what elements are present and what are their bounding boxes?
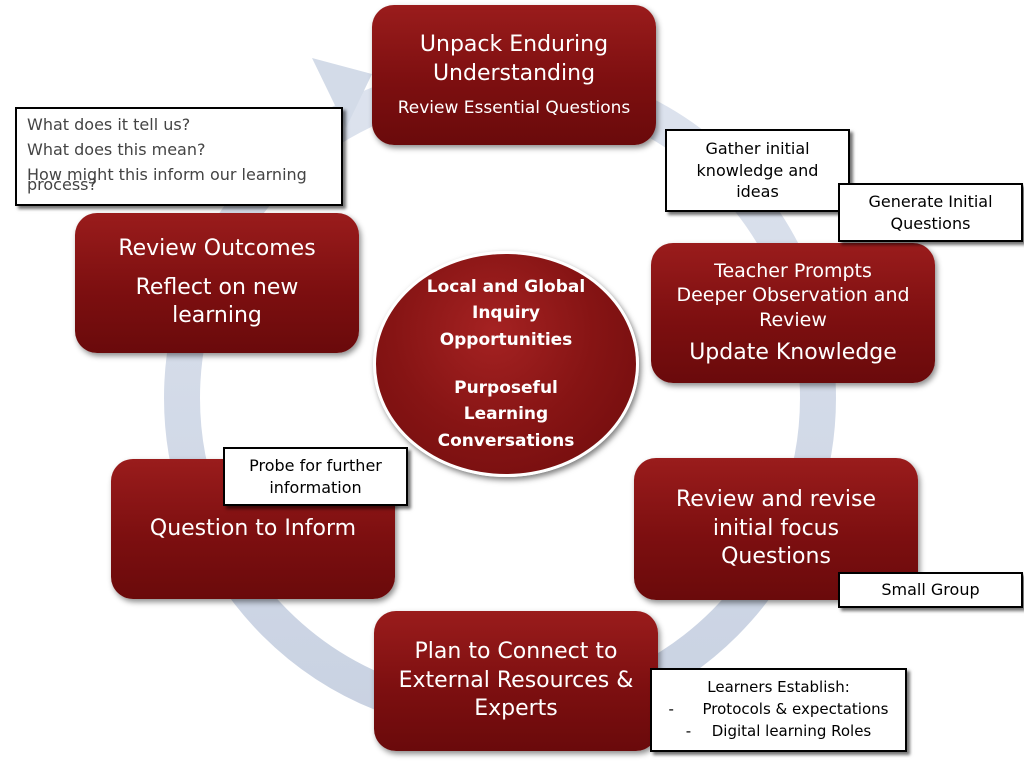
callout-learners-item-2: -Digital learning Roles	[686, 721, 872, 743]
callout-probe-line-2: information	[269, 477, 362, 497]
callout-small-group: Small Group	[838, 572, 1023, 608]
node-outcomes-line-2: Reflect on new	[135, 274, 299, 300]
callout-probe-line-1: Probe for further	[249, 455, 382, 475]
center-line-1: Local and Global	[426, 276, 586, 297]
callout-what-line-4: process?	[27, 175, 97, 195]
center-line-3: Opportunities	[439, 329, 573, 350]
center-line-2: Inquiry	[472, 303, 540, 324]
callout-generate-line-2: Questions	[890, 213, 971, 233]
center-line-6: Conversations	[437, 430, 575, 451]
callout-small-group-label: Small Group	[881, 580, 980, 600]
callout-what-line-3: How might this inform our learning	[27, 164, 307, 184]
callout-learners-establish: Learners Establish: -Protocols & expecta…	[650, 668, 907, 752]
node-teacher-prompts: Teacher Prompts Deeper Observation and R…	[651, 243, 935, 383]
node-teacher-line-1: Teacher Prompts	[714, 259, 872, 282]
node-outcomes-line-3: learning	[172, 303, 262, 329]
node-plan-line-2: External Resources &	[398, 667, 634, 693]
callout-learners-title: Learners Establish:	[707, 678, 850, 697]
ring-arrowhead	[312, 58, 372, 128]
bullet-dash: -	[668, 700, 674, 719]
node-revise-line-2: initial focus	[712, 515, 840, 541]
node-teacher-line-4: Update Knowledge	[689, 339, 897, 365]
callout-gather-line-1: Gather initial	[705, 139, 810, 159]
node-plan-line-1: Plan to Connect to	[414, 639, 618, 665]
callout-gather-line-2: knowledge and	[696, 160, 819, 180]
node-outcomes-line-1: Review Outcomes	[118, 236, 316, 262]
center-line-5: Learning	[463, 404, 549, 425]
callout-generate-line-1: Generate Initial	[868, 191, 993, 211]
node-plan-line-3: Experts	[474, 696, 558, 722]
node-plan-connect: Plan to Connect to External Resources & …	[374, 611, 658, 751]
node-unpack-line-3: Review Essential Questions	[397, 97, 631, 118]
bullet-dash: -	[685, 721, 692, 740]
callout-gather-line-3: ideas	[736, 182, 779, 202]
node-unpack-line-1: Unpack Enduring	[419, 32, 609, 58]
callout-what-line-2: What does this mean?	[27, 139, 206, 159]
callout-learners-item-1: -Protocols & expectations	[669, 699, 889, 721]
node-revise-line-3: Questions	[721, 544, 831, 570]
center-hub: Local and Global Inquiry Opportunities P…	[373, 251, 639, 477]
node-teacher-line-3: Review	[759, 309, 827, 332]
node-unpack-line-2: Understanding	[432, 60, 596, 86]
callout-reflection-questions: What does it tell us? What does this mea…	[15, 107, 343, 206]
node-revise-line-1: Review and revise	[675, 487, 877, 513]
node-teacher-line-2: Deeper Observation and	[676, 284, 910, 307]
node-unpack-understanding: Unpack Enduring Understanding Review Ess…	[372, 5, 656, 145]
callout-what-line-1: What does it tell us?	[27, 115, 191, 134]
callout-probe-information: Probe for further information	[223, 447, 408, 506]
node-question-line-1: Question to Inform	[149, 515, 357, 541]
node-review-outcomes: Review Outcomes Reflect on new learning	[75, 213, 359, 353]
callout-gather-knowledge: Gather initial knowledge and ideas	[665, 129, 850, 212]
callout-generate-questions: Generate Initial Questions	[838, 183, 1023, 242]
center-line-4: Purposeful	[454, 378, 558, 398]
